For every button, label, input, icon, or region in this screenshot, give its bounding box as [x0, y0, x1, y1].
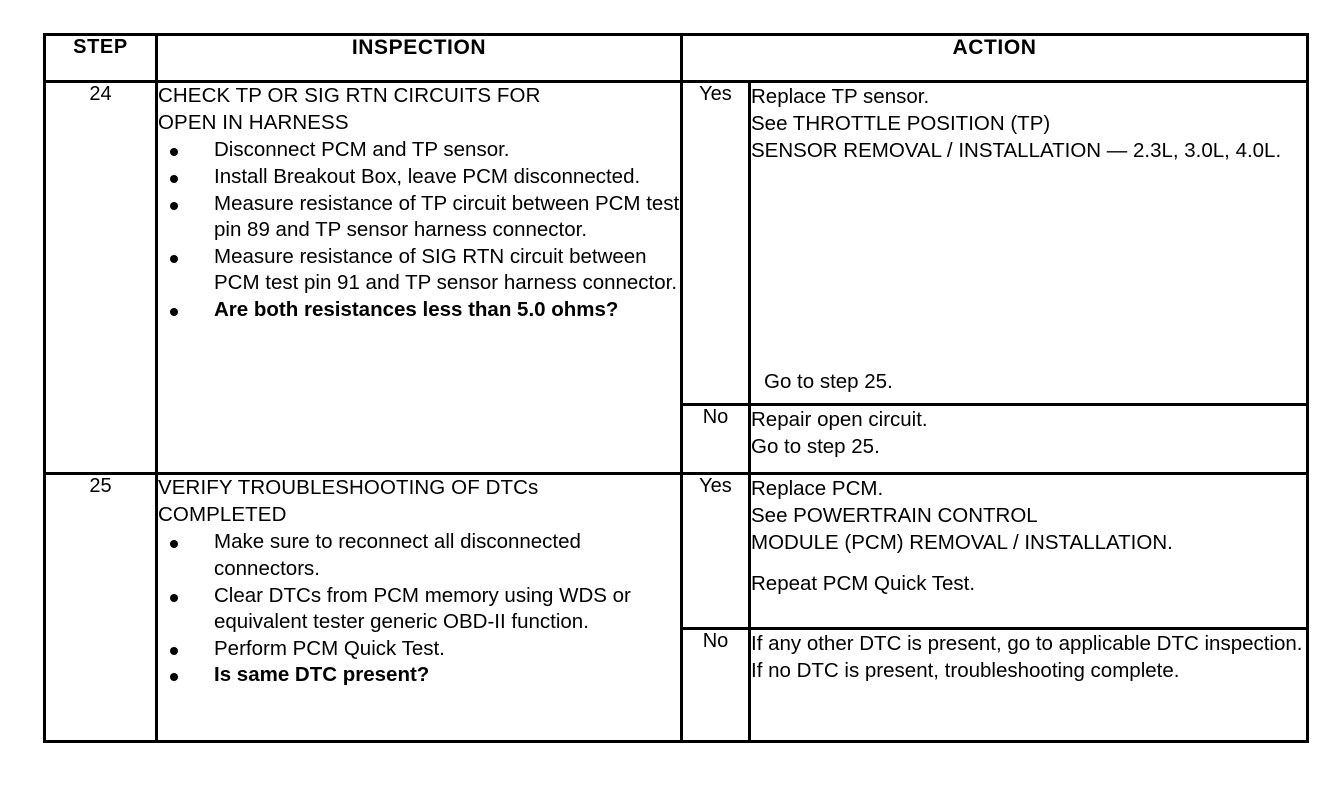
list-item-text: Install Breakout Box, leave PCM disconne… — [214, 164, 641, 188]
list-item: Are both resistances less than 5.0 ohms? — [158, 297, 680, 324]
action-cell: If any other DTC is present, go to appli… — [748, 627, 1309, 743]
table-row: No Repair open circuit. Go to step 25. — [45, 403, 1309, 475]
list-item-text: Make sure to reconnect all disconnected … — [214, 530, 581, 580]
inspection-cell: VERIFY TROUBLESHOOTING OF DTCs COMPLETED… — [155, 472, 683, 743]
action-cell: Replace TP sensor. See THROTTLE POSITION… — [748, 80, 1309, 406]
inspection-title: VERIFY TROUBLESHOOTING OF DTCs COMPLETED — [158, 476, 539, 526]
action-line: MODULE (PCM) REMOVAL / INSTALLATION. — [751, 531, 1173, 555]
inspection-bullet-list: Disconnect PCM and TP sensor. Install Br… — [158, 137, 680, 323]
list-item-text: Clear DTCs from PCM memory using WDS or … — [214, 583, 631, 634]
list-item: Perform PCM Quick Test. — [158, 636, 680, 663]
list-item-text: Are both resistances less than 5.0 ohms? — [214, 298, 619, 322]
action-goto-line: Go to step 25. — [764, 369, 893, 393]
table-row: 25 VERIFY TROUBLESHOOTING OF DTCs COMPLE… — [43, 472, 1309, 743]
column-header-step: STEP — [43, 33, 158, 83]
list-item-text: Is same DTC present? — [214, 663, 430, 687]
action-line: Replace TP sensor. — [751, 85, 930, 108]
action-line: Repair open circuit. — [751, 408, 928, 431]
list-item-text: Perform PCM Quick Test. — [214, 636, 445, 660]
branch-label-yes: Yes — [680, 80, 751, 406]
list-item: Install Breakout Box, leave PCM disconne… — [158, 164, 680, 191]
list-item: Measure resistance of SIG RTN circuit be… — [158, 244, 680, 297]
inspection-title: CHECK TP OR SIG RTN CIRCUITS FOR OPEN IN… — [158, 84, 541, 134]
table-row: 24 CHECK TP OR SIG RTN CIRCUITS FOR OPEN… — [43, 80, 1309, 475]
step-number-cell: 25 — [43, 472, 158, 743]
action-spacer — [751, 556, 1306, 570]
action-cell: Replace PCM. See POWERTRAIN CONTROL MODU… — [748, 472, 1309, 630]
column-header-inspection: INSPECTION — [155, 33, 683, 83]
action-line: See POWERTRAIN CONTROL — [751, 504, 1038, 528]
list-item-text: Disconnect PCM and TP sensor. — [214, 138, 510, 162]
list-item-text: Measure resistance of TP circuit between… — [214, 191, 680, 242]
inspection-cell: CHECK TP OR SIG RTN CIRCUITS FOR OPEN IN… — [155, 80, 683, 475]
step-number-cell: 24 — [43, 80, 158, 475]
branch-label-yes: Yes — [680, 472, 751, 630]
list-item: Clear DTCs from PCM memory using WDS or … — [158, 583, 680, 636]
action-line: Replace PCM. — [751, 477, 884, 500]
list-item: Make sure to reconnect all disconnected … — [158, 529, 680, 582]
list-item: Measure resistance of TP circuit between… — [158, 191, 680, 244]
action-line: If any other DTC is present, go to appli… — [751, 632, 1303, 655]
list-item: Disconnect PCM and TP sensor. — [158, 137, 680, 164]
action-line: Repeat PCM Quick Test. — [751, 572, 976, 596]
column-header-action: ACTION — [680, 33, 1309, 83]
diagnostic-table: STEP INSPECTION ACTION 24 CHECK TP OR SI… — [43, 33, 1309, 743]
inspection-bullet-list: Make sure to reconnect all disconnected … — [158, 529, 680, 689]
branch-label-no: No — [680, 627, 751, 743]
action-line: See THROTTLE POSITION (TP) — [751, 112, 1051, 136]
action-line: Go to step 25. — [751, 435, 880, 459]
list-item: Is same DTC present? — [158, 662, 680, 689]
action-line: If no DTC is present, troubleshooting co… — [751, 659, 1180, 683]
list-item-text: Measure resistance of SIG RTN circuit be… — [214, 244, 678, 295]
action-cell: Repair open circuit. Go to step 25. — [748, 403, 1309, 475]
table-header-row: STEP INSPECTION ACTION — [43, 33, 1309, 83]
branch-label-no: No — [680, 403, 751, 475]
action-line: SENSOR REMOVAL / INSTALLATION — 2.3L, 3.… — [751, 139, 1282, 163]
table-row: No If any other DTC is present, go to ap… — [45, 627, 1309, 743]
